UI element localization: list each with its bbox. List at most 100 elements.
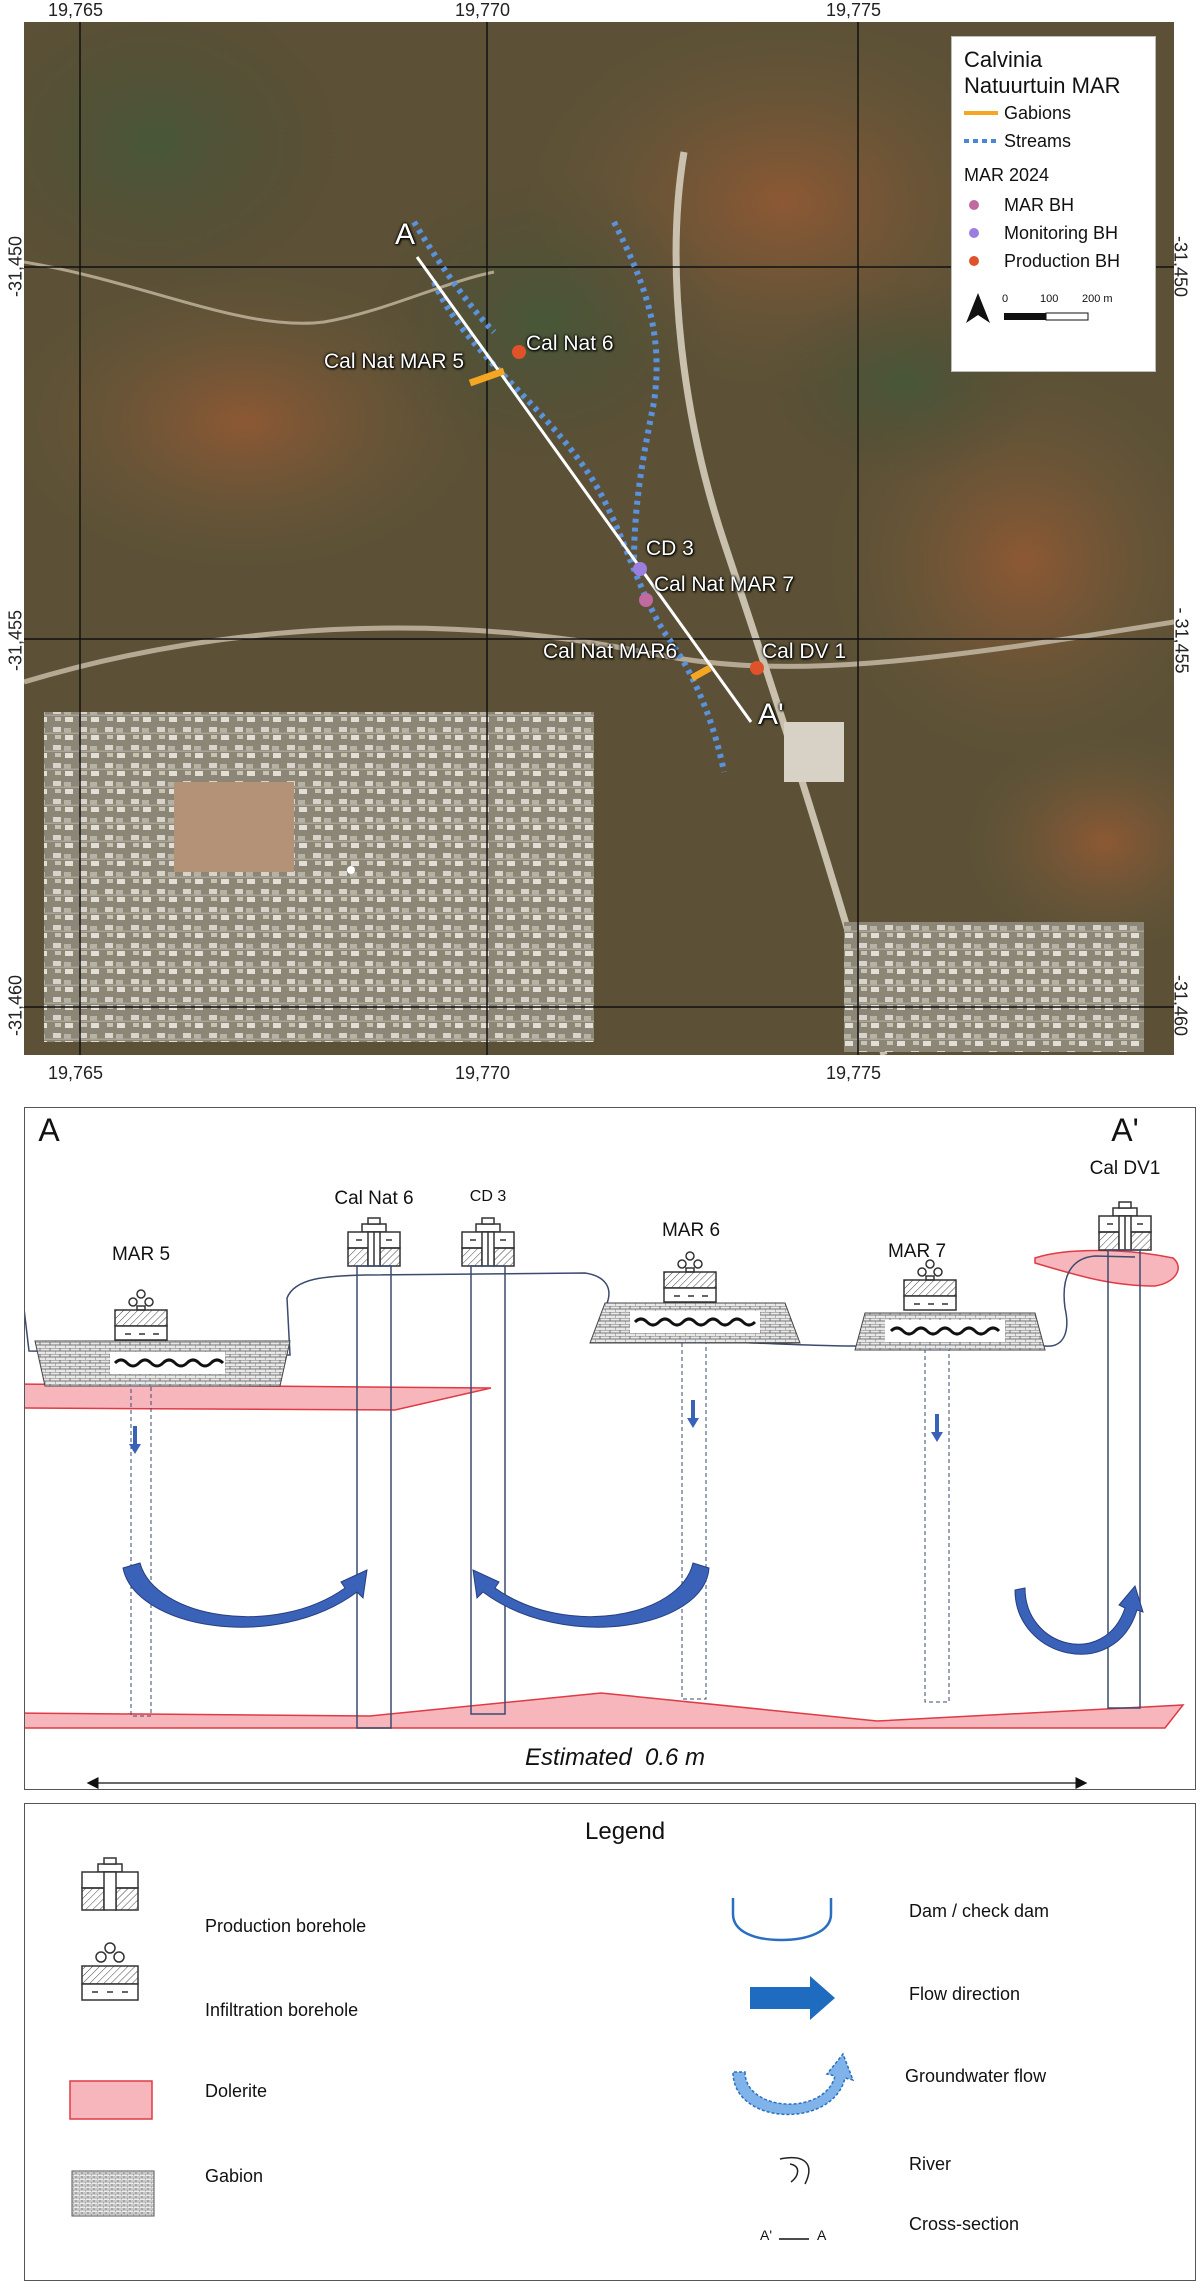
map-legend-title-1: Calvinia bbox=[964, 47, 1043, 72]
site-label-mar6: Cal Nat MAR6 bbox=[543, 640, 678, 663]
borehole-cd3 bbox=[470, 1265, 506, 1715]
top-x-tick-2: 19,770 bbox=[455, 0, 511, 20]
gw-flow-1 bbox=[122, 1562, 368, 1628]
map-legend-monitoring-bh: Monitoring BH bbox=[964, 219, 1143, 247]
legend-infiltration-borehole-label: Infiltration borehole bbox=[205, 2000, 359, 2020]
legend-infiltration-borehole-icon bbox=[81, 1942, 139, 2001]
gabion-mar5 bbox=[468, 367, 506, 387]
xsec-label-mar7: MAR 7 bbox=[887, 1241, 947, 1262]
bottom-x-tick-1: 19,765 bbox=[48, 1063, 104, 1083]
legend-cross-section-label: Cross-section bbox=[909, 2214, 1020, 2234]
top-x-tick-3: 19,775 bbox=[826, 0, 882, 20]
site-label-mar5: Cal Nat MAR 5 bbox=[324, 350, 465, 373]
gabion-mar6-water bbox=[633, 1317, 757, 1327]
borehole-mar5 bbox=[130, 1385, 152, 1717]
site-label-caldv1: Cal DV 1 bbox=[762, 640, 847, 663]
cross-section-drawing bbox=[25, 1201, 1185, 1789]
scale-label-0: 0 bbox=[1002, 293, 1009, 305]
legend-dolerite-icon bbox=[69, 2080, 153, 2120]
top-x-tick-1: 19,765 bbox=[48, 0, 104, 20]
map-legend-streams-label: Streams bbox=[1004, 130, 1072, 151]
stream-east bbox=[611, 220, 660, 563]
infiltration-borehole-mar7-icon bbox=[903, 1259, 957, 1311]
mar-bh-mar7 bbox=[639, 593, 653, 607]
gabion-mar6 bbox=[690, 664, 712, 682]
legend-cs-left: A' bbox=[760, 2227, 773, 2243]
legend-panel: Legend Production borehole Infiltration … bbox=[24, 1803, 1196, 2281]
legend-production-borehole-icon bbox=[81, 1857, 139, 1911]
infiltration-borehole-mar6-icon bbox=[663, 1251, 717, 1303]
dolerite-bottom bbox=[25, 1692, 1185, 1729]
scale-bar bbox=[1004, 312, 1089, 321]
flow-arrow-mar5 bbox=[129, 1426, 141, 1454]
map-legend-mar-bh-label: MAR BH bbox=[1004, 194, 1075, 215]
gabion-mar7-cavity bbox=[885, 1320, 1005, 1342]
flow-arrow-mar7 bbox=[931, 1414, 943, 1442]
flow-arrow-mar6 bbox=[687, 1400, 699, 1428]
terrain-patch bbox=[964, 732, 1174, 952]
scale-label-100: 100 bbox=[1040, 293, 1059, 305]
map-legend-production-bh: Production BH bbox=[964, 247, 1143, 275]
dirt-road bbox=[24, 260, 495, 325]
section-end-label: A' bbox=[758, 698, 784, 731]
site-label-cd3: CD 3 bbox=[646, 537, 694, 560]
bottom-x-tick-2: 19,770 bbox=[455, 1063, 511, 1083]
mar-bh-dot-icon bbox=[964, 199, 1004, 211]
xsec-corner-left: A bbox=[38, 1112, 60, 1148]
scale-bar-block: 0 100 200 m bbox=[964, 283, 1143, 333]
map-legend-production-bh-label: Production BH bbox=[1004, 250, 1121, 271]
map-legend-mar-bh: MAR BH bbox=[964, 191, 1143, 219]
legend-groundwater-flow-label: Groundwater flow bbox=[905, 2066, 1047, 2086]
production-bh-caldv1 bbox=[750, 661, 764, 675]
production-borehole-calnat6-icon bbox=[347, 1217, 401, 1267]
legend-river-icon bbox=[779, 2157, 810, 2185]
town-area bbox=[844, 922, 1144, 1052]
map-legend: Calvinia Natuurtuin MAR Gabions Streams … bbox=[951, 36, 1156, 372]
legend-flow-direction-label: Flow direction bbox=[909, 1984, 1021, 2004]
borehole-calnat6 bbox=[356, 1265, 392, 1729]
borehole-mar7 bbox=[924, 1349, 950, 1703]
production-bh-dot-icon bbox=[964, 255, 1004, 267]
gabion-line-icon bbox=[964, 110, 1004, 116]
stream-line-icon bbox=[964, 138, 1004, 144]
legend-gabion-label: Gabion bbox=[205, 2166, 264, 2186]
ground-profile bbox=[25, 1255, 1136, 1356]
legend-symbols bbox=[69, 1857, 855, 2240]
terrain-patch bbox=[24, 22, 354, 302]
legend-groundwater-flow-icon bbox=[732, 2052, 855, 2116]
gw-flow-2 bbox=[472, 1562, 710, 1628]
infiltration-borehole-mar5-icon bbox=[114, 1289, 168, 1341]
monitoring-bh-dot-icon bbox=[964, 227, 1004, 239]
gabion-mar7-water bbox=[889, 1326, 1001, 1336]
map-legend-streams: Streams bbox=[964, 127, 1143, 155]
xsec-label-mar5: MAR 5 bbox=[111, 1244, 171, 1265]
map-legend-title-2: Natuurtuin MAR bbox=[964, 73, 1121, 98]
north-arrow-icon bbox=[966, 293, 990, 323]
monitoring-bh-cd3 bbox=[633, 562, 647, 576]
borehole-mar6 bbox=[681, 1342, 707, 1700]
bottom-x-tick-3: 19,775 bbox=[826, 1063, 882, 1083]
gw-flow-3 bbox=[1014, 1584, 1144, 1655]
dolerite-right bbox=[1034, 1249, 1179, 1287]
legend-dam-label: Dam / check dam bbox=[909, 1901, 1050, 1921]
legend-river-label: River bbox=[909, 2154, 952, 2174]
legend-gabion-icon bbox=[71, 2170, 155, 2217]
sports-field bbox=[174, 782, 294, 872]
borehole-caldv1 bbox=[1107, 1249, 1141, 1709]
main-road bbox=[672, 151, 888, 1055]
marker-white bbox=[347, 866, 355, 874]
site-label-calnat6: Cal Nat 6 bbox=[526, 332, 614, 355]
legend-cs-right: A bbox=[817, 2227, 827, 2243]
town-area bbox=[44, 712, 594, 1042]
production-borehole-cd3-icon bbox=[461, 1217, 515, 1267]
map-legend-gabions-label: Gabions bbox=[1004, 102, 1072, 123]
legend-dam-icon bbox=[731, 1898, 833, 1942]
xsec-corner-right: A' bbox=[1111, 1112, 1139, 1148]
production-bh-calnat6 bbox=[512, 345, 526, 359]
gabion-mar5-water bbox=[113, 1358, 225, 1368]
xsec-label-caldv1: Cal DV1 bbox=[1089, 1158, 1161, 1179]
production-borehole-caldv1-icon bbox=[1098, 1201, 1152, 1251]
dolerite-upper bbox=[25, 1383, 492, 1411]
xsec-estimate: Estimated 0.6 m bbox=[524, 1744, 706, 1771]
legend-flow-direction-icon bbox=[750, 1976, 835, 2020]
